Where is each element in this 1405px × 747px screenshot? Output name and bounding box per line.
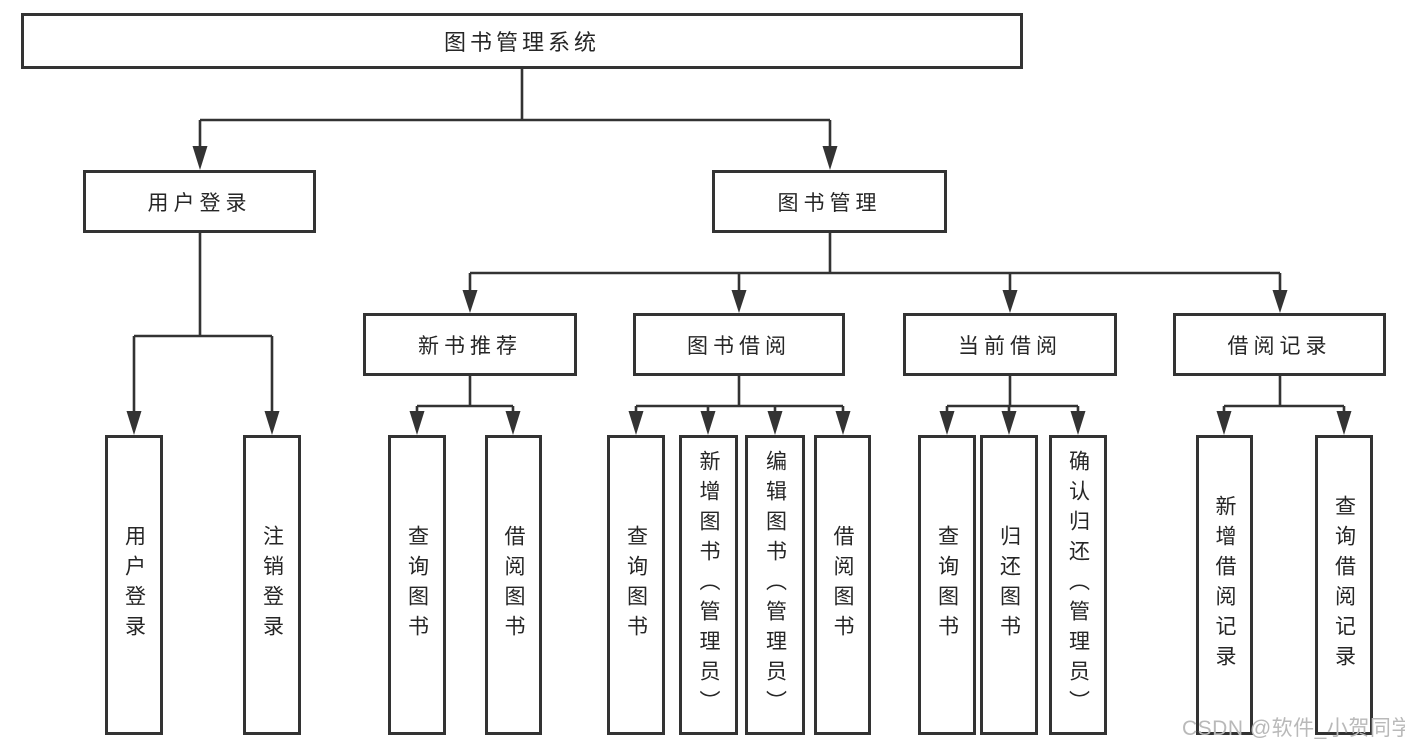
node-current-borrowing: 当前借阅 xyxy=(903,313,1117,376)
node-leaf-confirm-return-admin: 确认归还（管理员） xyxy=(1049,435,1107,735)
node-label: 用户登录 xyxy=(122,525,146,645)
node-label: 图书管理 xyxy=(777,191,882,215)
node-label: 查询借阅记录 xyxy=(1332,495,1356,675)
node-label: 图书管理系统 xyxy=(443,30,600,55)
node-leaf-add-borrow-record: 新增借阅记录 xyxy=(1196,435,1253,735)
node-label: 确认归还（管理员） xyxy=(1066,450,1090,720)
node-borrowing-records: 借阅记录 xyxy=(1173,313,1386,376)
node-leaf-query-books-borrowing: 查询图书 xyxy=(607,435,665,735)
node-new-book-recommendation: 新书推荐 xyxy=(363,313,577,376)
node-book-management: 图书管理 xyxy=(712,170,947,233)
node-label: 借阅记录 xyxy=(1227,334,1332,358)
connector-borrowing-records-to-leaves xyxy=(1216,376,1352,435)
node-label: 借阅图书 xyxy=(831,525,854,645)
node-leaf-add-books-admin: 新增图书（管理员） xyxy=(679,435,738,735)
connector-current-borrowing-to-leaves xyxy=(939,376,1086,435)
node-leaf-user-login: 用户登录 xyxy=(105,435,163,735)
node-label: 归还图书 xyxy=(997,525,1021,645)
node-label: 查询图书 xyxy=(405,525,429,645)
node-label: 当前借阅 xyxy=(958,334,1062,358)
connector-book-management-to-level3 xyxy=(462,233,1288,313)
node-label: 查询图书 xyxy=(935,525,959,645)
node-label: 借阅图书 xyxy=(502,525,525,645)
node-label: 查询图书 xyxy=(624,525,648,645)
node-label: 注销登录 xyxy=(260,525,284,645)
node-leaf-query-books-recommend: 查询图书 xyxy=(388,435,446,735)
csdn-watermark: CSDN @软件_小贺同学 xyxy=(1182,717,1405,740)
connector-user-login-to-leaves xyxy=(126,233,280,435)
node-user-login: 用户登录 xyxy=(83,170,316,233)
node-leaf-borrow-books-recommend: 借阅图书 xyxy=(485,435,542,735)
connector-book-borrowing-to-leaves xyxy=(628,376,851,435)
connector-root-to-level2 xyxy=(192,69,838,170)
node-label: 用户登录 xyxy=(147,191,252,215)
node-leaf-edit-books-admin: 编辑图书（管理员） xyxy=(745,435,805,735)
node-book-borrowing: 图书借阅 xyxy=(633,313,845,376)
node-leaf-query-books-current: 查询图书 xyxy=(918,435,976,735)
node-leaf-query-borrow-record: 查询借阅记录 xyxy=(1315,435,1373,735)
connector-new-book-recommendation-to-leaves xyxy=(409,376,521,435)
node-label: 新增借阅记录 xyxy=(1213,495,1236,675)
node-label: 编辑图书（管理员） xyxy=(763,450,787,720)
node-label: 新书推荐 xyxy=(418,334,522,358)
node-label: 新增图书（管理员） xyxy=(697,450,720,720)
node-leaf-borrow-books: 借阅图书 xyxy=(814,435,871,735)
node-leaf-return-books: 归还图书 xyxy=(980,435,1038,735)
node-book-management-system: 图书管理系统 xyxy=(21,13,1023,69)
node-leaf-logout: 注销登录 xyxy=(243,435,301,735)
node-label: 图书借阅 xyxy=(687,334,791,358)
